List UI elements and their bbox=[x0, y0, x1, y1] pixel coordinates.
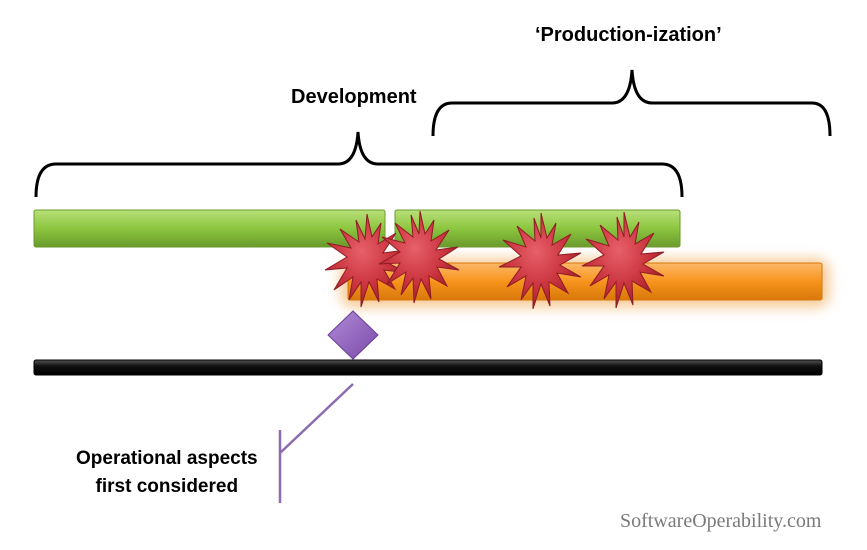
starburst-icon bbox=[581, 211, 665, 309]
issue-markers bbox=[324, 210, 665, 310]
production-label: ‘Production-ization’ bbox=[535, 24, 722, 46]
operational-aspects-label: Operational aspects first considered bbox=[76, 445, 258, 501]
production-bar bbox=[347, 262, 823, 301]
starburst-icon bbox=[498, 212, 582, 310]
development-bracket bbox=[34, 131, 684, 198]
starburst-icon bbox=[324, 213, 408, 308]
development-bar-1 bbox=[33, 209, 386, 248]
watermark: SoftwareOperability.com bbox=[620, 510, 822, 532]
operational-label-line-1: Operational aspects bbox=[76, 448, 258, 469]
development-label: Development bbox=[291, 86, 417, 108]
operational-label-line-2: first considered bbox=[95, 476, 239, 497]
timeline-bar bbox=[33, 359, 823, 376]
callout-line-diagonal bbox=[279, 383, 354, 454]
starburst-icon bbox=[378, 210, 460, 304]
production-bracket bbox=[431, 69, 832, 137]
diamond-icon bbox=[327, 310, 379, 360]
